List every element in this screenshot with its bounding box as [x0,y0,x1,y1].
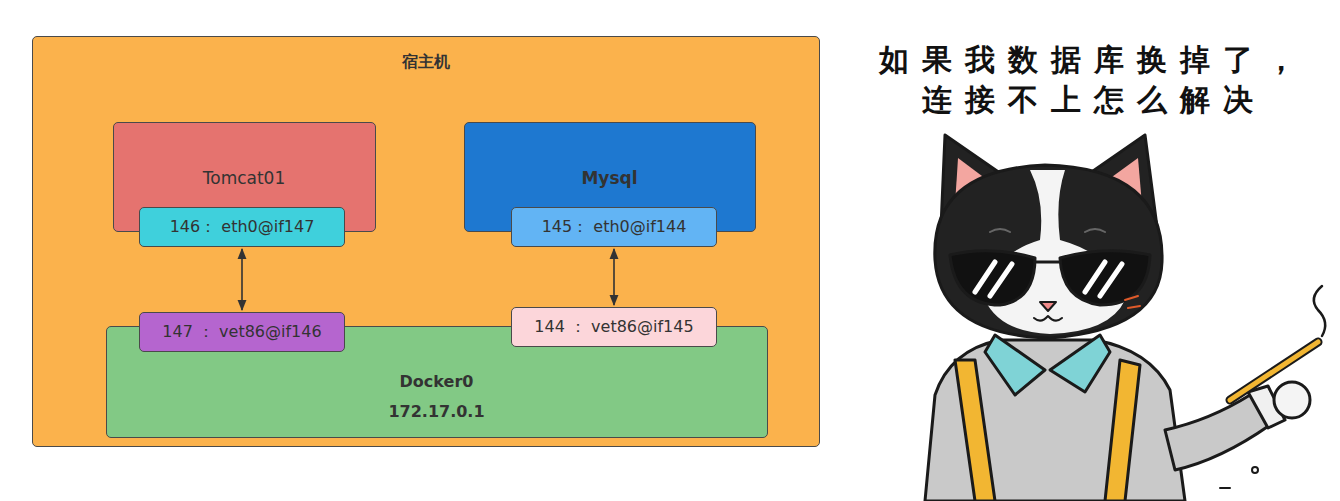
interface-name: 145： eth0@if144 [542,216,687,238]
speech-text: 如果我数据库换掉了，连接不上怎么解决 [866,40,1321,120]
link-arrow [613,249,615,305]
container-box: 145： eth0@if144Mysql [464,122,756,232]
container-name: Tomcat01 [203,167,286,189]
bridge-text: Docker0 [400,371,474,393]
link-arrow [241,249,243,310]
veth-name: 147 ： vet86@if146 [162,321,321,343]
container-box: 146： eth0@if147Tomcat01 [113,122,376,232]
veth-box: 144 ： vet86@if145 [511,307,717,347]
container-name: Mysql [581,167,637,189]
veth-box: 147 ： vet86@if146 [139,312,345,352]
host-title: 宿主机 [402,51,450,73]
veth-name: 144 ： vet86@if145 [534,316,693,338]
bridge-text: 172.17.0.1 [388,401,484,423]
host-box: 146： eth0@if147Tomcat01145： eth0@if144My… [32,36,820,447]
interface-name: 146： eth0@if147 [170,216,315,238]
interface-box: 146： eth0@if147 [139,207,345,247]
interface-box: 145： eth0@if144 [511,207,717,247]
bridge-box: 147 ： vet86@if146144 ： vet86@if145Docker… [106,326,768,438]
